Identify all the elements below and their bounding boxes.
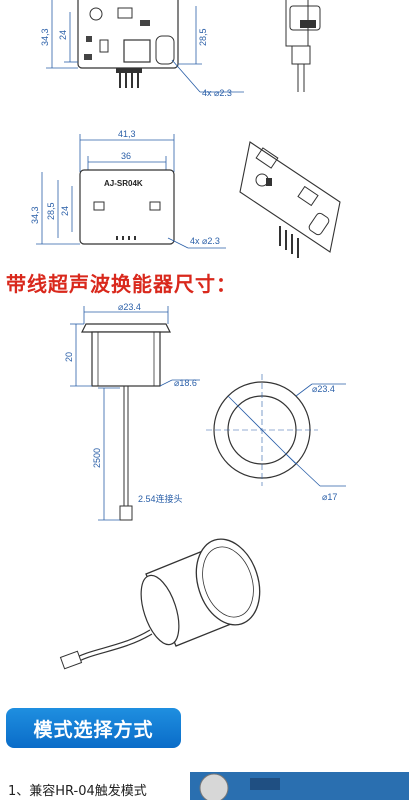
board-outline-top — [77, 0, 179, 69]
dim-outer-dia: ⌀23.4 — [312, 384, 335, 394]
dim-height-mid: 28,5 — [46, 202, 56, 220]
dim-height-inner: 24 — [58, 30, 68, 40]
dim-height-total: 34,3 — [40, 28, 50, 46]
dim-height-right: 28,5 — [198, 28, 208, 46]
dim-width-total: 41,3 — [118, 129, 136, 139]
mode-banner: 模式选择方式 — [6, 708, 181, 748]
mode-item-1: 1、兼容HR-04触发模式 — [8, 784, 147, 799]
module-photo-partial — [190, 772, 409, 800]
dim-body-dia: ⌀18.6 — [174, 378, 197, 388]
dim-connector: 2.54连接头 — [138, 493, 183, 504]
dim-holes-mid: 4x ⌀2.3 — [190, 236, 220, 246]
dim-holes-top: 4x ⌀2.3 — [202, 88, 232, 98]
dim-height: 20 — [64, 352, 74, 362]
transducer-heading: 带线超声波换能器尺寸： — [6, 272, 237, 296]
transducer-iso-drawing — [59, 538, 261, 670]
transducer-drawing: ⌀23.4 20 ⌀18.6 2500 2.54连接头 ⌀23.4 — [64, 302, 346, 521]
module-front-drawing: 41,3 36 AJ-SR04K 34,3 28,5 24 4x ⌀2.3 — [30, 129, 341, 258]
dim-height-total-mid: 34,3 — [30, 206, 40, 224]
dim-top-dia: ⌀23.4 — [118, 302, 141, 312]
board-label: AJ-SR04K — [104, 179, 143, 188]
dim-width-inner: 36 — [121, 151, 131, 161]
board-outline-front — [79, 169, 175, 245]
dim-height-inner-mid: 24 — [60, 206, 70, 216]
module-top-drawing: 34,3 24 28,5 4x ⌀2.3 — [40, 0, 321, 98]
dim-inner-dia: ⌀17 — [322, 492, 337, 502]
dim-cable-len: 2500 — [92, 448, 102, 468]
